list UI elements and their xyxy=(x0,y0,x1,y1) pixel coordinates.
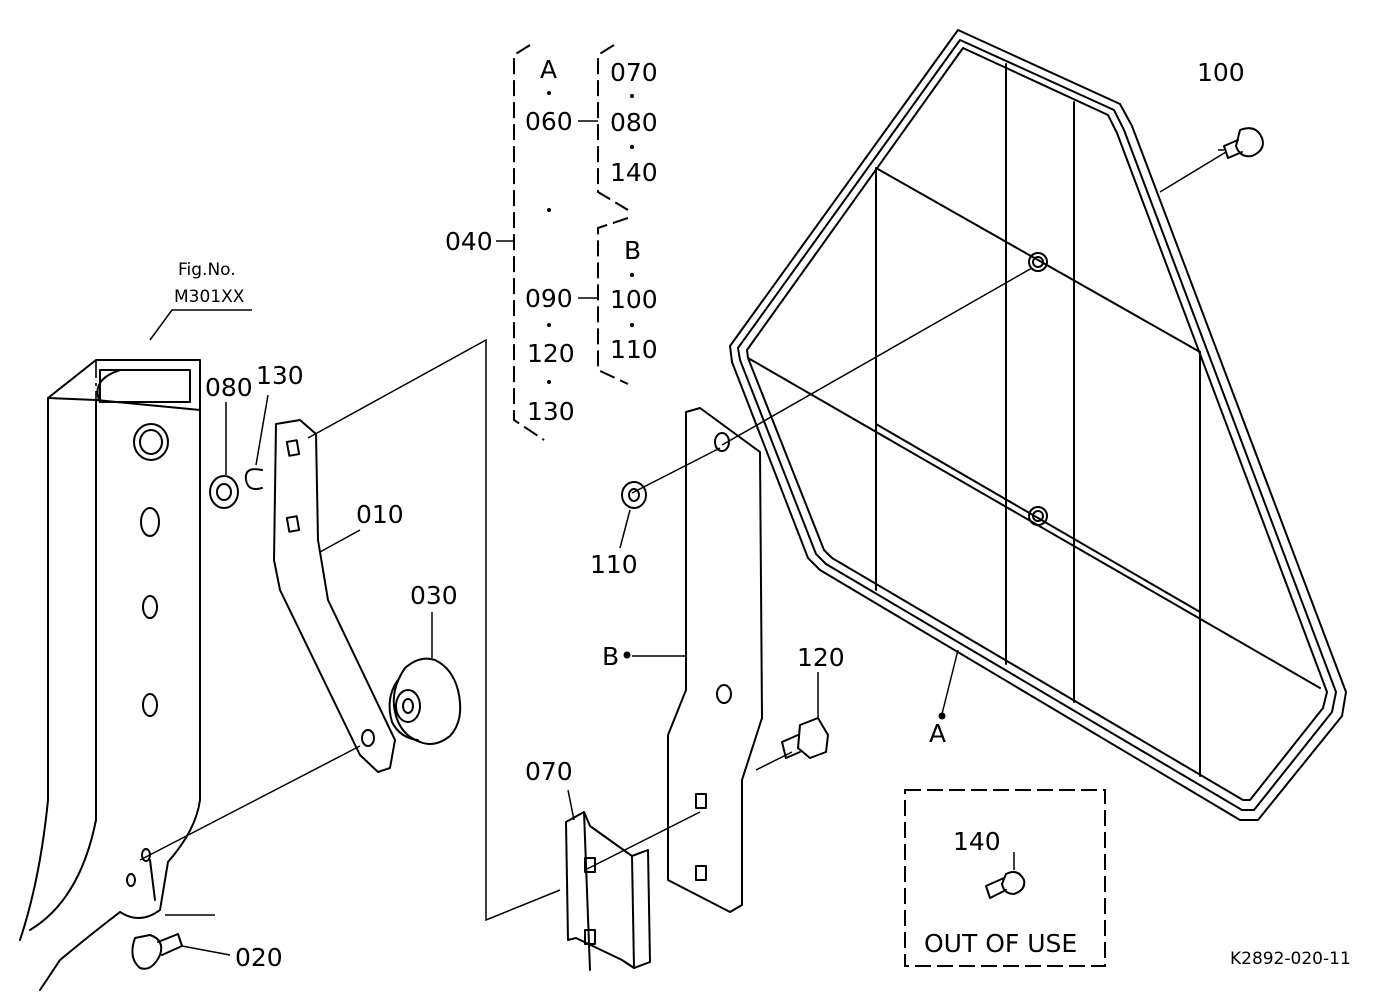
channel-070 xyxy=(565,789,651,971)
tree-dot xyxy=(547,91,551,95)
screw-100 xyxy=(1218,127,1264,159)
dot-b xyxy=(623,651,631,659)
frame-ref-leader xyxy=(149,309,252,341)
label-140: 140 xyxy=(953,827,1001,856)
label-a: A xyxy=(929,719,946,748)
alignment-lines xyxy=(139,151,1227,922)
assembly-tree xyxy=(496,44,629,441)
tree-dot xyxy=(547,323,551,327)
tree-label-b: B xyxy=(624,236,641,265)
label-040: 040 xyxy=(445,227,493,256)
tree-dot xyxy=(630,94,634,98)
label-070: 070 xyxy=(525,757,573,786)
reflector-panel-a xyxy=(729,29,1347,821)
fig-caption: Fig.No. xyxy=(178,260,236,280)
tree-b-110: 110 xyxy=(610,335,658,364)
label-030: 030 xyxy=(410,581,458,610)
out-of-use-label: OUT OF USE xyxy=(924,929,1077,958)
tree-a-120: 120 xyxy=(527,339,575,368)
label-010: 010 xyxy=(356,500,404,529)
spring-washer-130 xyxy=(244,394,269,490)
bracket-b xyxy=(632,407,763,913)
tree-dot xyxy=(547,380,551,384)
tree-label-a: A xyxy=(540,55,557,84)
tree-060-080: 080 xyxy=(610,108,658,137)
label-b: B xyxy=(602,642,619,671)
label-110: 110 xyxy=(590,550,638,579)
tree-a-090: 090 xyxy=(525,284,573,313)
fig-number: M301XX xyxy=(174,287,245,307)
label-100: 100 xyxy=(1197,58,1245,87)
bolt-020 xyxy=(131,914,231,970)
tree-dot xyxy=(547,208,551,212)
bolt-120 xyxy=(781,672,829,759)
tree-b-100: 100 xyxy=(610,285,658,314)
knob-030 xyxy=(388,612,462,745)
tree-060-140: 140 xyxy=(610,158,658,187)
tree-dot xyxy=(630,323,634,327)
label-130: 130 xyxy=(256,361,304,390)
frame-post xyxy=(19,359,201,991)
dot-a xyxy=(938,712,946,720)
tree-dot xyxy=(630,145,634,149)
tree-dot xyxy=(630,273,634,277)
tree-a-130: 130 xyxy=(527,397,575,426)
washer-080 xyxy=(209,402,239,509)
nut-110 xyxy=(619,481,647,549)
label-120: 120 xyxy=(797,643,845,672)
tree-a-060: 060 xyxy=(525,107,573,136)
label-080: 080 xyxy=(205,373,253,402)
label-020: 020 xyxy=(235,943,283,972)
bracket-010 xyxy=(273,419,396,773)
drawing-code: K2892-020-11 xyxy=(1230,949,1351,969)
out-of-use-box xyxy=(904,789,1106,967)
tree-060-070: 070 xyxy=(610,58,658,87)
